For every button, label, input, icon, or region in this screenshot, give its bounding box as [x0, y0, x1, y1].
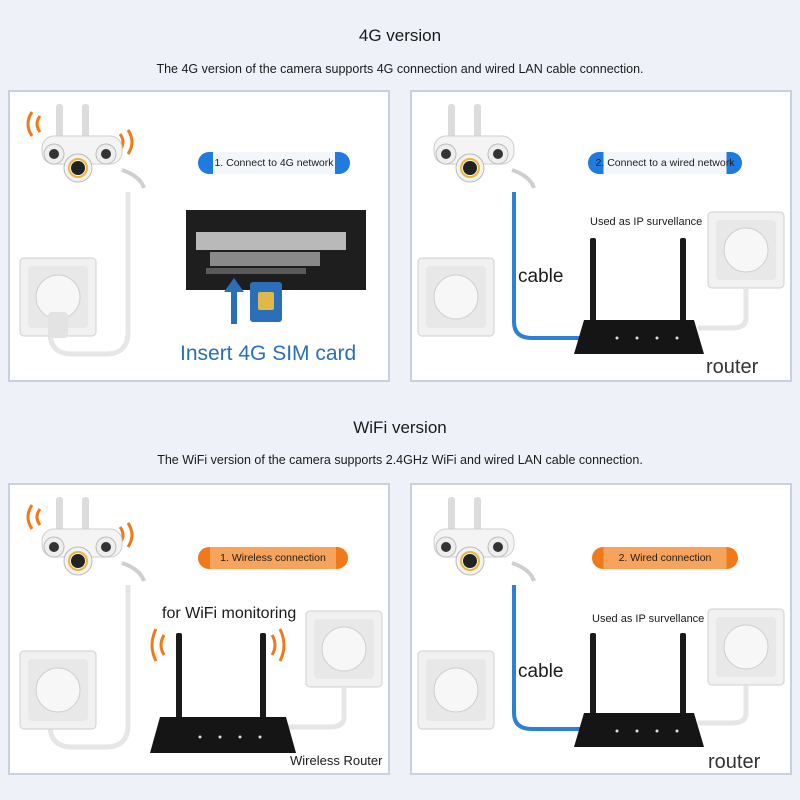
- ip-surveillance-note: Used as IP survellance: [592, 613, 705, 625]
- router-icon: [574, 238, 704, 354]
- badge-4g-network: 1. Connect to 4G network: [198, 152, 350, 174]
- wifi-monitoring-caption: for WiFi monitoring: [162, 605, 297, 622]
- cable-label: cable: [518, 266, 564, 287]
- section-wifi-title: WiFi version: [353, 418, 447, 437]
- power-socket-icon: [707, 211, 785, 289]
- wireless-router-label: Wireless Router: [290, 753, 383, 768]
- section-4g-title: 4G version: [358, 26, 442, 45]
- badge-wired-connection: 2. Wired connection: [592, 547, 738, 569]
- router-label: router: [706, 356, 759, 378]
- power-socket-icon: [305, 610, 383, 688]
- sim-card-caption: Insert 4G SIM card: [180, 342, 357, 365]
- panel-wifi-wireless: 1. Wireless connection for WiFi monitori…: [8, 483, 390, 775]
- wifi-signal-icon: [150, 628, 286, 662]
- power-socket-icon: [707, 608, 785, 686]
- camera-icon: [41, 497, 146, 582]
- power-socket-icon: [19, 257, 97, 338]
- arrow-up-icon: [224, 278, 244, 324]
- badge-wireless-connection: 1. Wireless connection: [198, 547, 348, 569]
- panel-4g-wired: 2. Connect to a wired network Used as IP…: [410, 90, 792, 382]
- cable-label: cable: [518, 661, 564, 682]
- router-icon: [150, 633, 296, 753]
- power-socket-icon: [19, 650, 97, 730]
- router-label: router: [708, 751, 761, 773]
- sim-card-icon: [250, 282, 282, 322]
- ip-surveillance-note: Used as IP survellance: [590, 216, 703, 228]
- sim-slot-photo: [186, 210, 366, 290]
- camera-icon: [433, 497, 536, 582]
- power-socket-icon: [417, 650, 495, 730]
- camera-icon: [41, 104, 146, 189]
- badge-wired-network: 2. Connect to a wired network: [588, 152, 742, 174]
- section-4g-subtitle: The 4G version of the camera supports 4G…: [156, 62, 644, 76]
- power-socket-icon: [417, 257, 495, 337]
- router-icon: [574, 633, 704, 747]
- camera-icon: [433, 104, 536, 189]
- panel-4g-sim: 1. Connect to 4G network Insert 4G SIM c…: [8, 90, 390, 382]
- section-wifi-subtitle: The WiFi version of the camera supports …: [157, 453, 643, 467]
- panel-wifi-wired: 2. Wired connection Used as IP survellan…: [410, 483, 792, 775]
